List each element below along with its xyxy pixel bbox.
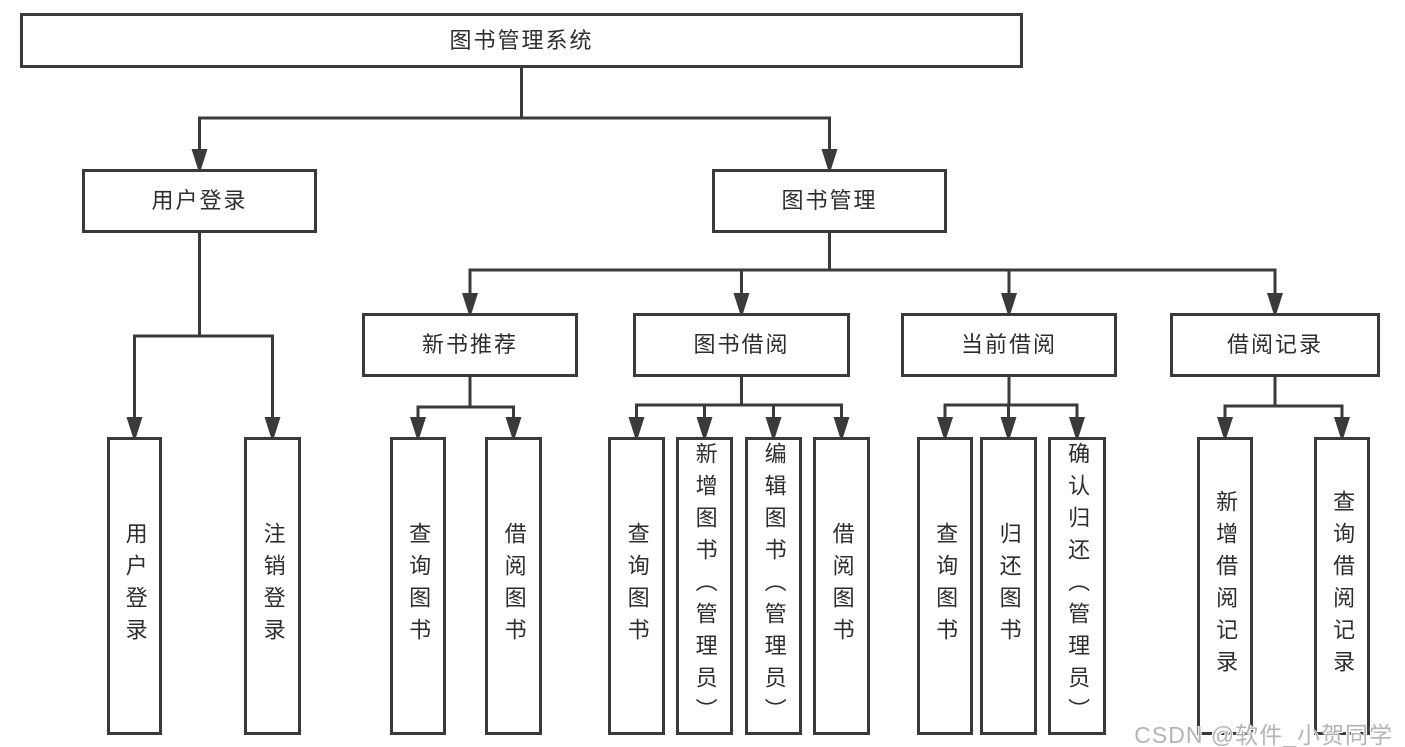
arrowhead-icon bbox=[821, 149, 838, 174]
node-leaf-user-login: 用户登录 bbox=[107, 437, 162, 735]
node-label-leaf-borrow-book-recommend: 借阅图书 bbox=[501, 522, 527, 650]
arrowhead-icon bbox=[1267, 293, 1283, 318]
node-current-borrowing: 当前借阅 bbox=[901, 313, 1117, 377]
node-leaf-borrow-book-recommend: 借阅图书 bbox=[485, 437, 542, 735]
node-leaf-query-book-recommend: 查询图书 bbox=[390, 437, 446, 735]
node-label-leaf-user-login: 用户登录 bbox=[122, 522, 148, 650]
arrowhead-icon bbox=[410, 417, 426, 442]
node-label-leaf-query-book-current: 查询图书 bbox=[933, 522, 959, 650]
arrowhead-icon bbox=[696, 417, 713, 442]
arrowhead-icon bbox=[833, 417, 850, 442]
node-label-leaf-query-book-recommend: 查询图书 bbox=[406, 522, 432, 650]
node-label-leaf-confirm-return-admin: 确认归还（管理员） bbox=[1065, 442, 1091, 730]
node-root: 图书管理系统 bbox=[20, 13, 1023, 68]
node-label-leaf-borrow-book: 借阅图书 bbox=[829, 522, 855, 650]
node-leaf-edit-book-admin: 编辑图书（管理员） bbox=[745, 437, 802, 735]
node-leaf-borrow-book: 借阅图书 bbox=[813, 437, 870, 735]
arrowhead-icon bbox=[628, 417, 645, 442]
node-label-user-login: 用户登录 bbox=[151, 188, 248, 213]
arrowhead-icon bbox=[462, 293, 478, 318]
node-leaf-query-book-borrow: 查询图书 bbox=[608, 437, 665, 735]
node-leaf-logout: 注销登录 bbox=[244, 437, 301, 735]
arrowhead-icon bbox=[1001, 293, 1017, 318]
node-book-mgmt: 图书管理 bbox=[712, 169, 947, 233]
arrowhead-icon bbox=[1217, 417, 1233, 442]
node-leaf-query-borrow-record: 查询借阅记录 bbox=[1314, 437, 1370, 735]
node-label-leaf-add-borrow-record: 新增借阅记录 bbox=[1213, 490, 1239, 682]
arrowhead-icon bbox=[264, 417, 281, 442]
arrowhead-icon bbox=[191, 149, 208, 174]
node-label-new-book-recommend: 新书推荐 bbox=[421, 332, 518, 357]
node-leaf-return-book: 归还图书 bbox=[980, 437, 1037, 735]
arrowhead-icon bbox=[1069, 417, 1085, 442]
node-label-book-borrowing: 图书借阅 bbox=[693, 332, 790, 357]
node-label-leaf-edit-book-admin: 编辑图书（管理员） bbox=[761, 442, 787, 730]
node-borrowing-records: 借阅记录 bbox=[1170, 313, 1380, 377]
node-label-leaf-return-book: 归还图书 bbox=[996, 522, 1022, 650]
node-label-leaf-add-book-admin: 新增图书（管理员） bbox=[692, 442, 718, 730]
node-leaf-confirm-return-admin: 确认归还（管理员） bbox=[1048, 437, 1106, 735]
watermark-text: CSDN @软件_小贺同学 bbox=[1134, 722, 1393, 747]
arrowhead-icon bbox=[765, 417, 782, 442]
node-label-leaf-query-borrow-record: 查询借阅记录 bbox=[1330, 490, 1356, 682]
node-label-borrowing-records: 借阅记录 bbox=[1226, 332, 1323, 357]
arrowhead-icon bbox=[505, 417, 522, 442]
arrowhead-icon bbox=[937, 417, 953, 442]
arrowhead-icon bbox=[1334, 417, 1350, 442]
node-label-leaf-query-book-borrow: 查询图书 bbox=[624, 522, 650, 650]
node-label-root: 图书管理系统 bbox=[449, 27, 594, 53]
arrowhead-icon bbox=[126, 417, 143, 442]
node-leaf-query-book-current: 查询图书 bbox=[917, 437, 973, 735]
arrowhead-icon bbox=[733, 293, 750, 318]
node-label-current-borrowing: 当前借阅 bbox=[960, 332, 1057, 357]
node-label-leaf-logout: 注销登录 bbox=[260, 522, 286, 650]
arrowhead-icon bbox=[1000, 417, 1017, 442]
node-leaf-add-borrow-record: 新增借阅记录 bbox=[1197, 437, 1253, 735]
node-new-book-recommend: 新书推荐 bbox=[362, 313, 578, 377]
node-user-login: 用户登录 bbox=[82, 169, 317, 233]
node-leaf-add-book-admin: 新增图书（管理员） bbox=[676, 437, 733, 735]
node-label-book-mgmt: 图书管理 bbox=[781, 188, 878, 213]
node-book-borrowing: 图书借阅 bbox=[633, 313, 850, 377]
